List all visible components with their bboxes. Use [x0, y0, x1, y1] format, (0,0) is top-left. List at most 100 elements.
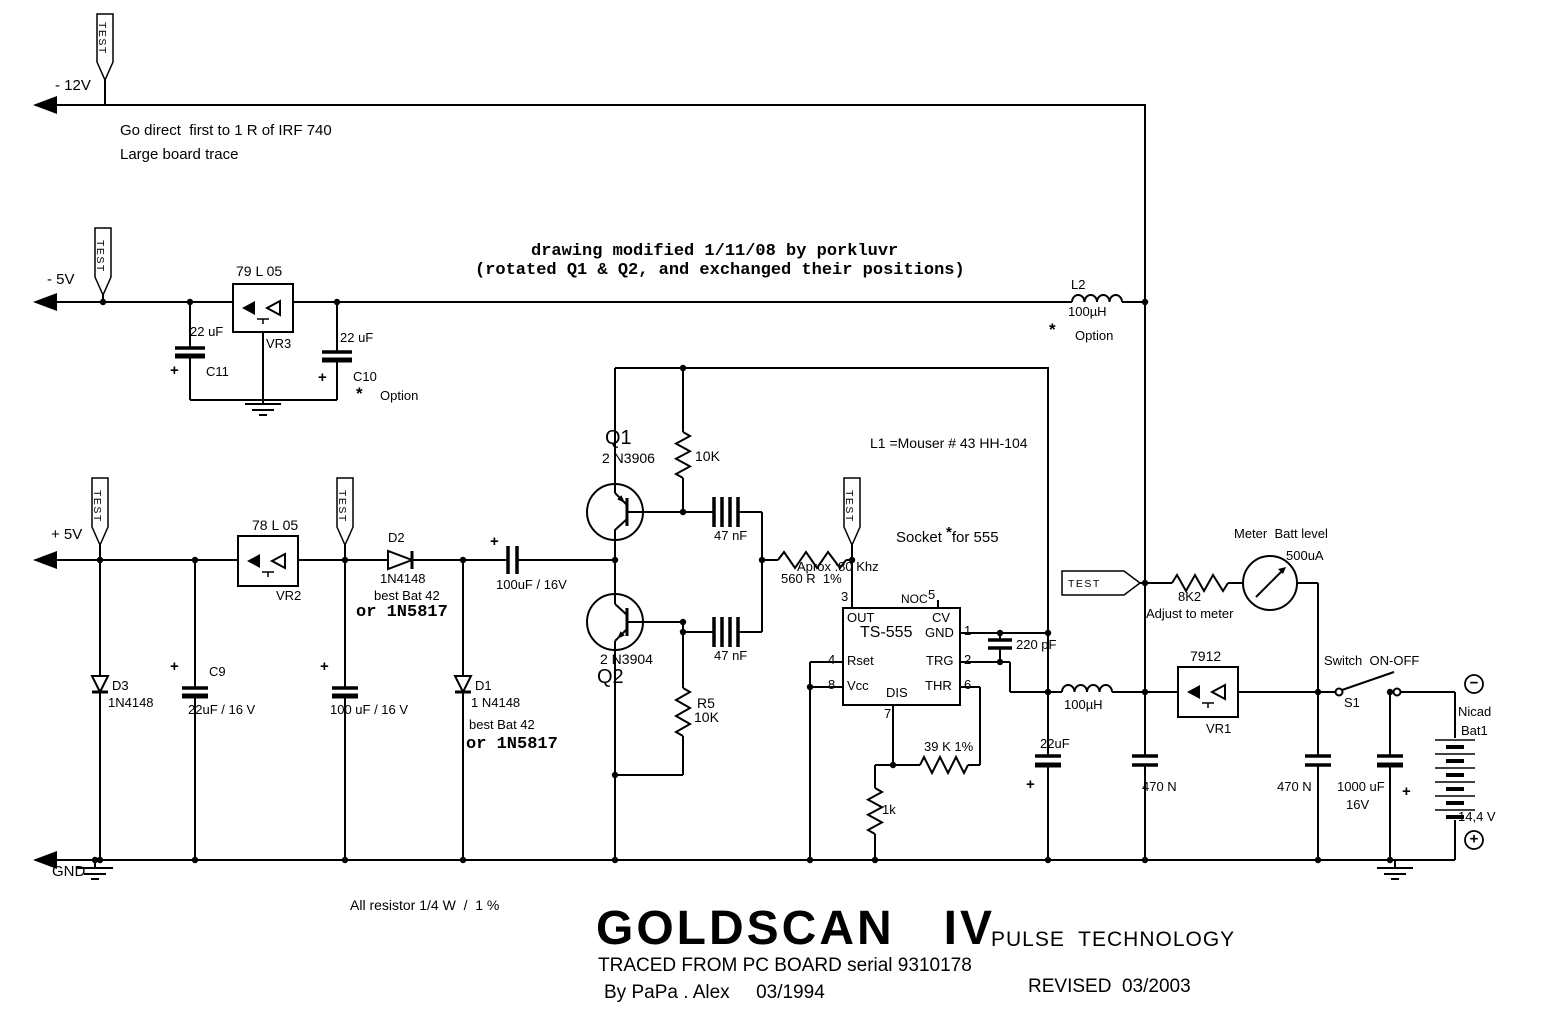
c22u-plus-label: +	[1026, 776, 1035, 793]
ic555-pin-vcc: Vcc	[847, 678, 869, 693]
r5-value-label: 10K	[694, 709, 719, 725]
r5-resistor	[673, 687, 693, 737]
c9-ref-label: C9	[209, 664, 226, 679]
test-label-1: TEST	[96, 22, 108, 55]
vr1-part-label: 7912	[1190, 648, 1222, 664]
ic555-pin5-num: 5	[928, 587, 936, 602]
ground-symbols	[77, 403, 1413, 880]
title-traced-line: TRACED FROM PC BOARD serial 9310178	[598, 955, 972, 976]
l2-ref-label: L2	[1071, 277, 1086, 292]
meter-label: Meter Batt level	[1234, 526, 1328, 541]
d3-diode	[90, 675, 110, 695]
d3-part-label: 1N4148	[108, 695, 154, 710]
ic555-pin-rset: Rset	[847, 653, 874, 668]
c1000u-value-label: 1000 uF	[1337, 779, 1385, 794]
note-modified-1: drawing modified 1/11/08 by porkluvr	[531, 242, 899, 261]
battery-type-label: Nicad	[1458, 704, 1492, 719]
note-socket: Socket *for 555	[896, 524, 999, 547]
switch-ref-label: S1	[1344, 695, 1360, 710]
c11-value-label: 22 uF	[190, 324, 224, 339]
test-label-6: TEST	[1068, 578, 1101, 590]
ic555-pin8-num: 8	[828, 677, 836, 692]
output-wires	[1010, 582, 1456, 860]
battery-voltage-label: 14,4 V	[1458, 809, 1496, 824]
d2-alt2-label: or 1N5817	[356, 603, 448, 622]
page-title: GOLDSCAN IV	[596, 902, 996, 955]
d2-diode	[387, 549, 415, 571]
r1k-value-label: 1k	[882, 802, 896, 817]
vr3-ref-label: VR3	[266, 336, 292, 351]
power-rails	[35, 104, 1455, 861]
r-10k-value-label: 10K	[695, 448, 720, 464]
q2-transistor	[586, 540, 683, 860]
c10-plus-label: +	[318, 369, 327, 386]
vr2-ref-label: VR2	[276, 588, 302, 603]
rail-neg12v-label: - 12V	[55, 77, 91, 94]
d1-alt2-label: or 1N5817	[466, 735, 558, 754]
l100u-value-label: 100µH	[1064, 697, 1103, 712]
note-aprox: Aprox :80 Khz	[797, 559, 879, 574]
ic555-part-label: TS-555	[860, 624, 913, 641]
c47n-bot-value-label: 47 nF	[714, 648, 748, 663]
c470n2-value-label: 470 N	[1277, 779, 1312, 794]
left-end-arrows	[33, 96, 57, 869]
c11-plus-label: +	[170, 362, 179, 379]
c100u-plus-label: +	[320, 658, 329, 675]
d1-alt1-label: best Bat 42	[469, 717, 535, 732]
ic555-pin6-num: 6	[964, 677, 972, 692]
r560-value-label: 560 R 1%	[781, 571, 842, 586]
l2-star-label: *	[1049, 320, 1056, 339]
coupling-plus-label: +	[490, 533, 499, 550]
capacitor-plates	[175, 346, 1403, 768]
ic555-box	[809, 600, 1048, 860]
ic555-pin-trg: TRG	[926, 653, 954, 668]
ic555-pin4-num: 4	[828, 652, 836, 667]
test-probes	[91, 13, 1145, 596]
test-probe-labels: TEST TEST TEST TEST TEST TEST	[91, 22, 1101, 590]
vr2-part-label: 78 L 05	[252, 517, 299, 533]
c470n1-value-label: 470 N	[1142, 779, 1177, 794]
ic555-pin-cv: CV	[932, 610, 951, 625]
rail-neg5v-label: - 5V	[47, 271, 75, 288]
page-subtitle: PULSE TECHNOLOGY	[991, 928, 1236, 951]
r8k2-value-label: 8K2	[1178, 589, 1202, 604]
q2-part-label: 2 N3904	[600, 651, 653, 667]
c10-ref-label: C10	[353, 369, 377, 384]
l-100u-inductor	[1061, 684, 1113, 693]
d1-diode	[453, 675, 473, 695]
title-revised-line: REVISED 03/2003	[1028, 976, 1191, 997]
r-10k-resistor	[673, 431, 693, 479]
c1000u-voltage-label: 16V	[1346, 797, 1370, 812]
coupling-value-label: 100uF / 16V	[496, 577, 567, 592]
l2-option-label: Option	[1075, 328, 1114, 343]
vr3-section	[189, 283, 338, 404]
l2-value-label: 100µH	[1068, 304, 1107, 319]
r-8k2-resistor	[1171, 572, 1229, 594]
battery-minus-sign: −	[1469, 674, 1479, 692]
r5-ref-label: R5	[697, 695, 715, 711]
meter-value-label: 500uA	[1286, 548, 1324, 563]
c1000u-plus-label: +	[1402, 783, 1411, 800]
r-1k-resistor	[865, 787, 885, 835]
c9-value-label: 22uF / 16 V	[188, 702, 256, 717]
ic555-pin-dis: DIS	[886, 685, 908, 700]
ic555-pin-noc: NOC	[901, 592, 928, 606]
c100u-value-label: 100 uF / 16 V	[330, 702, 409, 717]
q2-ref-label: Q2	[597, 666, 624, 688]
note-socket-word2: for 555	[951, 529, 999, 546]
d2-part-label: 1N4148	[380, 571, 426, 586]
c11-ref-label: C11	[206, 364, 229, 379]
rail-pos5v-label: + 5V	[51, 526, 83, 543]
d2-alt1-label: best Bat 42	[374, 588, 440, 603]
battery-symbol	[1435, 674, 1484, 850]
q1-part-label: 2 N3906	[602, 450, 655, 466]
d1-part-label: 1 N4148	[471, 695, 521, 710]
ic555-pin1-num: 1	[964, 623, 972, 638]
vr1-ref-label: VR1	[1206, 721, 1232, 736]
ic555-pin-thr: THR	[925, 678, 952, 693]
c22u-value-label: 22uF	[1040, 736, 1070, 751]
r-39k-resistor	[919, 754, 969, 776]
ic555-pin3-num: 3	[841, 589, 849, 604]
